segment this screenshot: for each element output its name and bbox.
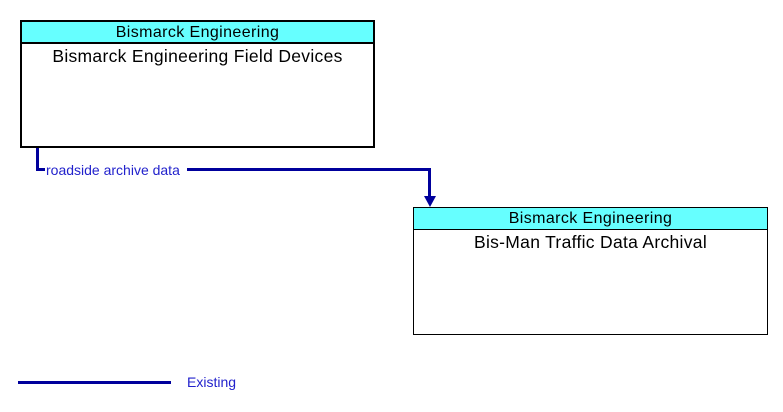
- entity-box-data-archival: Bismarck Engineering Bis-Man Traffic Dat…: [413, 207, 768, 335]
- flow-line-segment-label-foot: [36, 168, 45, 171]
- legend-existing-line-sample: [18, 381, 171, 384]
- entity-title-data-archival: Bis-Man Traffic Data Archival: [473, 232, 708, 252]
- arrowhead-down-icon: [424, 196, 436, 207]
- entity-box-field-devices: Bismarck Engineering Bismarck Engineerin…: [20, 20, 375, 148]
- legend-existing-label: Existing: [187, 374, 237, 390]
- entity-header-field-devices: Bismarck Engineering: [22, 22, 373, 44]
- flow-line-segment-vertical-from-source: [36, 148, 39, 171]
- entity-title-field-devices: Bismarck Engineering Field Devices: [52, 46, 343, 66]
- entity-header-data-archival: Bismarck Engineering: [414, 208, 767, 230]
- flow-line-segment-vertical-to-destination: [428, 168, 431, 198]
- flow-line-segment-horizontal: [187, 168, 431, 171]
- flow-label-roadside-archive-data: roadside archive data: [46, 162, 180, 178]
